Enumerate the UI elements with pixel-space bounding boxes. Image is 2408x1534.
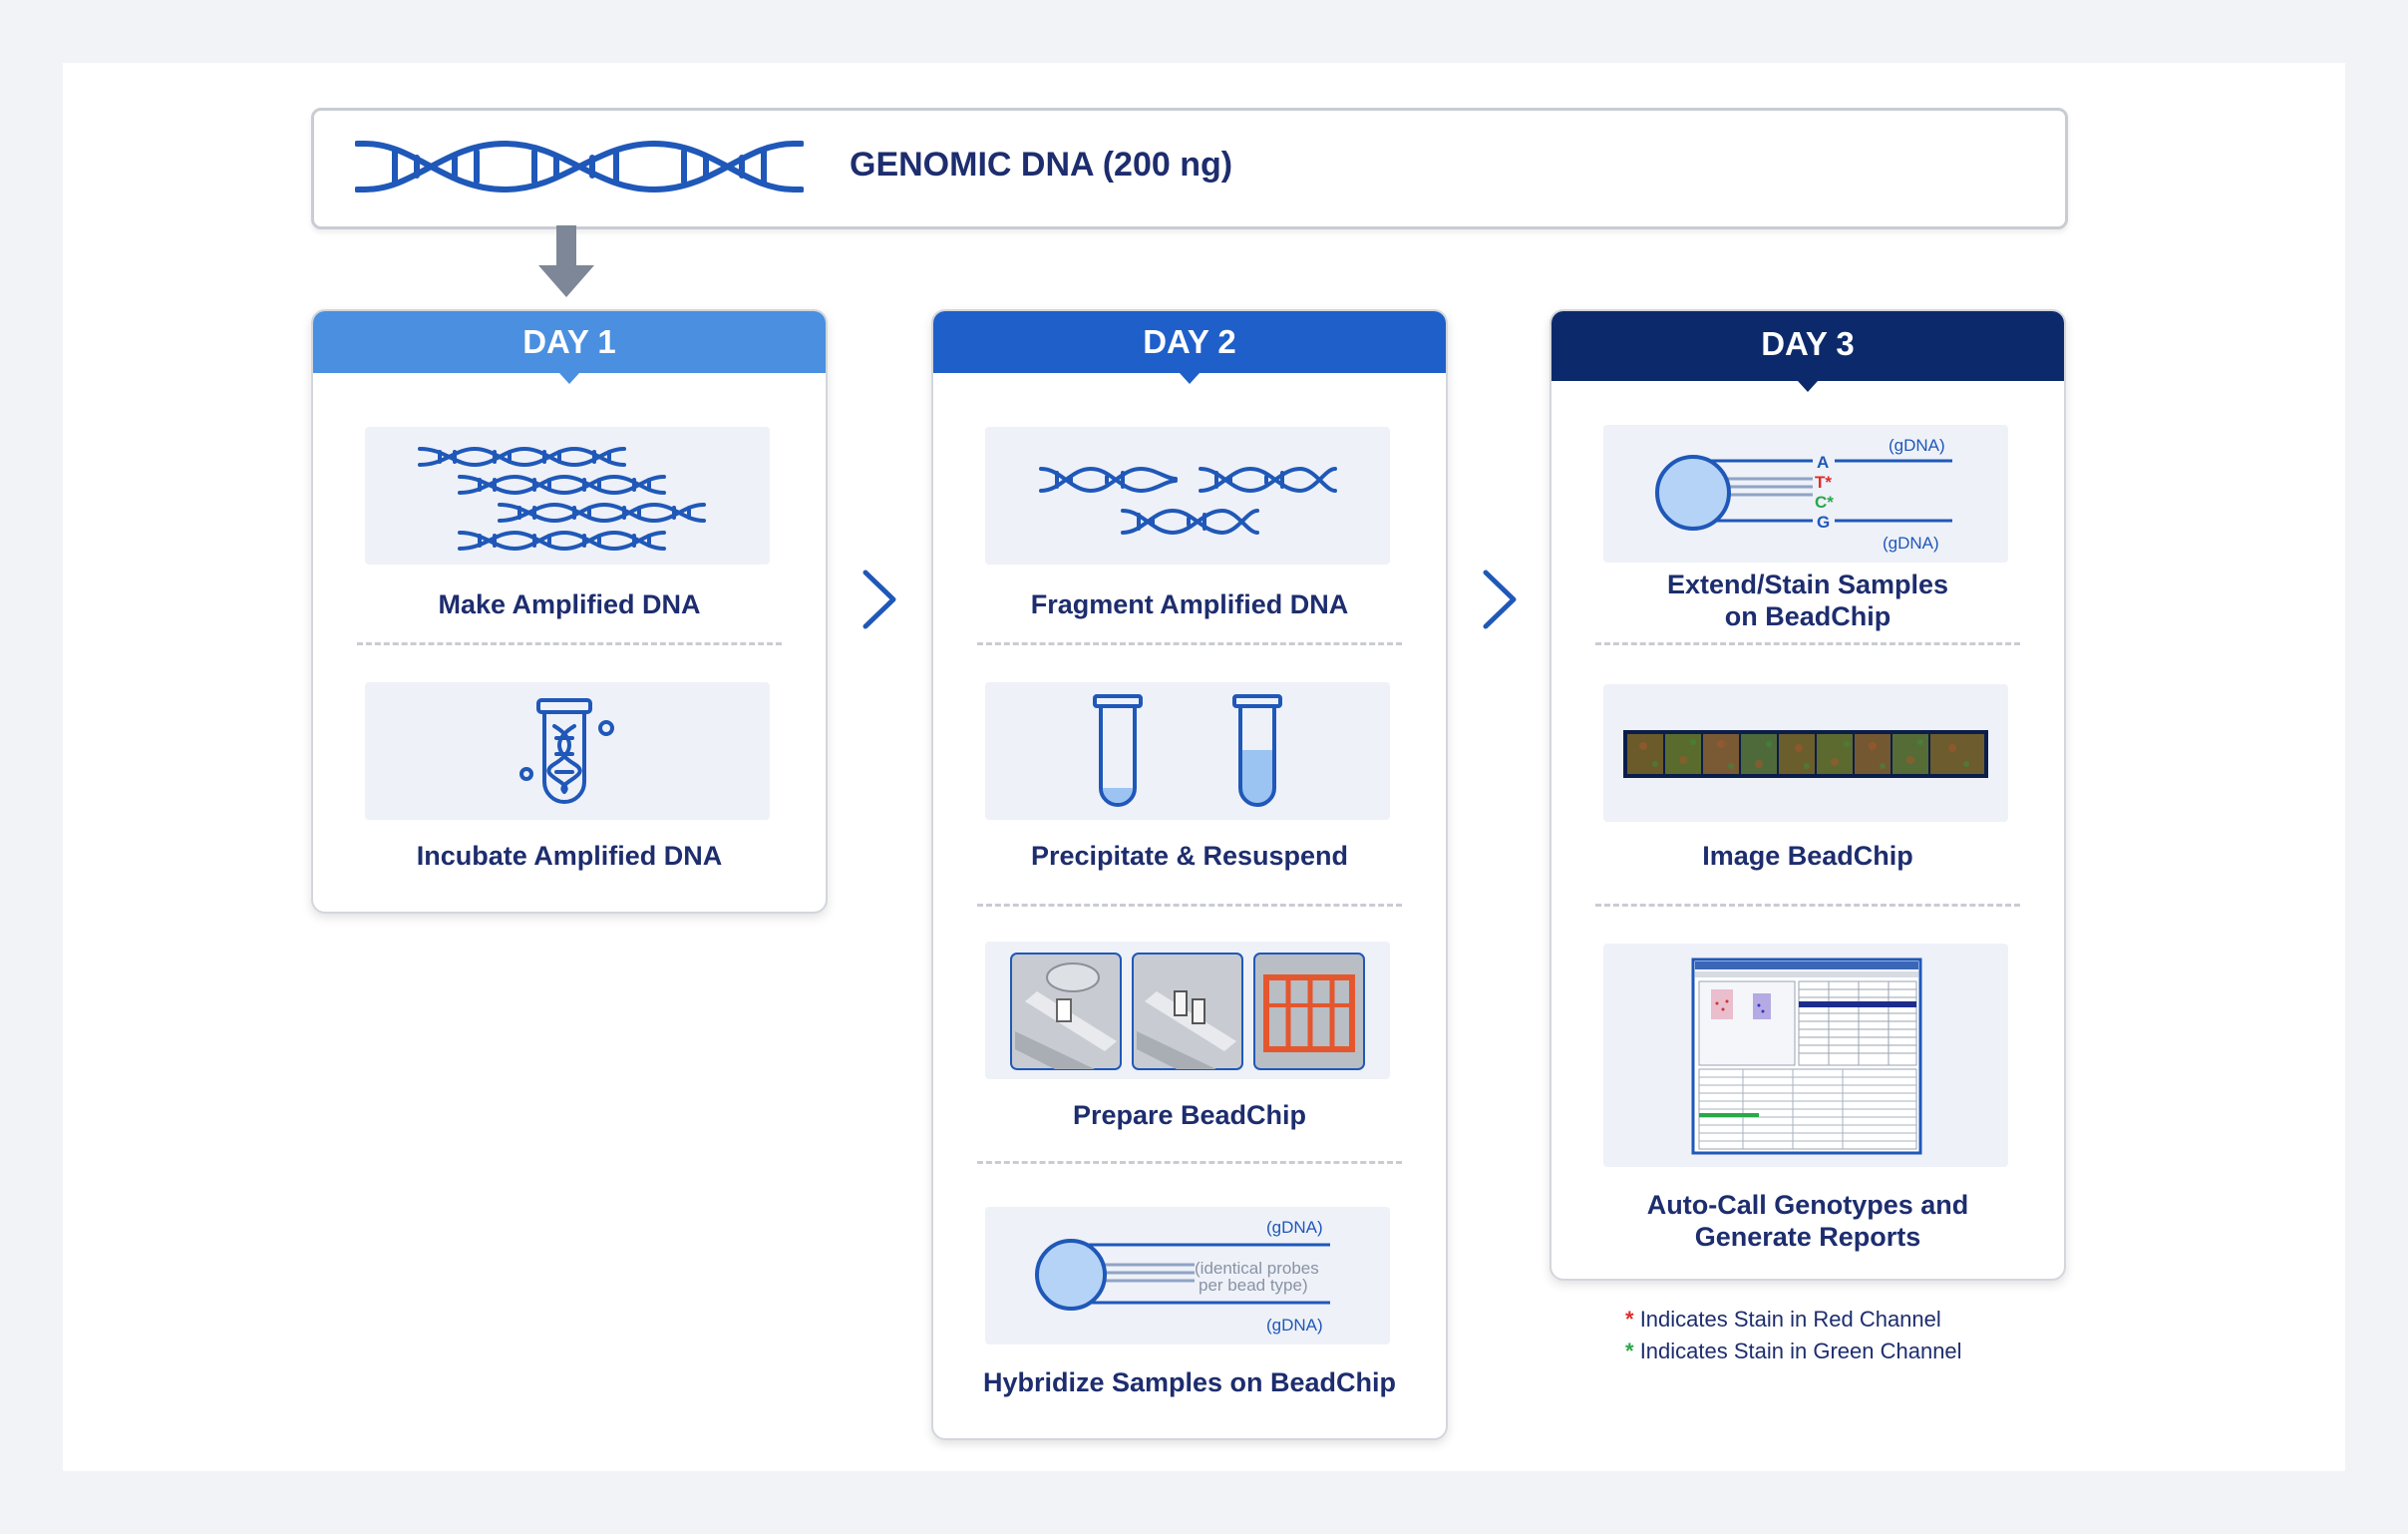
autocall-panel xyxy=(1603,944,2008,1167)
divider xyxy=(1595,642,2020,645)
legend-red-text: Indicates Stain in Red Channel xyxy=(1639,1307,1941,1332)
genomic-dna-title: GENOMIC DNA (200 ng) xyxy=(850,146,1233,184)
day-3-card: DAY 3 A T* C* G (gDNA) (gDNA) Extend/Sta… xyxy=(1549,309,2066,1281)
hybridize-middle-label-1: (identical probes xyxy=(1195,1259,1319,1278)
day-3-header: DAY 3 xyxy=(1551,311,2064,381)
day-1-header: DAY 1 xyxy=(313,311,826,373)
dna-helix-icon xyxy=(355,140,804,193)
two-tubes-icon xyxy=(1093,694,1282,807)
step-extend-stain: Extend/Stain Samples on BeadChip xyxy=(1666,570,1949,631)
chevron-right-icon xyxy=(1483,570,1517,629)
incubate-panel xyxy=(365,682,770,820)
extend-bottom-label: (gDNA) xyxy=(1883,534,1939,553)
day-2-header: DAY 2 xyxy=(933,311,1446,373)
make-dna-panel xyxy=(365,427,770,565)
extend-top-label: (gDNA) xyxy=(1889,436,1945,455)
extend-panel: A T* C* G (gDNA) (gDNA) xyxy=(1603,425,2008,563)
legend-green-text: Indicates Stain in Green Channel xyxy=(1639,1339,1962,1363)
step-incubate-amplified-dna: Incubate Amplified DNA xyxy=(416,841,723,871)
step-precipitate-resuspend: Precipitate & Resuspend xyxy=(1030,841,1349,871)
genomic-dna-box xyxy=(311,108,2068,229)
legend-red-mark: * xyxy=(1625,1307,1634,1332)
hybridize-bottom-label: (gDNA) xyxy=(1266,1316,1323,1335)
down-arrow-icon xyxy=(538,225,594,297)
precipitate-panel xyxy=(985,682,1390,820)
hybridize-panel: (gDNA) (identical probes per bead type) … xyxy=(985,1207,1390,1344)
software-screenshot-icon xyxy=(1691,958,1922,1155)
base-g-label: G xyxy=(1817,513,1830,532)
beadchip-photos-icon xyxy=(1010,953,1365,1070)
legend-red-channel: * Indicates Stain in Red Channel xyxy=(1625,1307,1941,1333)
fragment-panel xyxy=(985,427,1390,565)
hybridize-middle-label-2: per bead type) xyxy=(1199,1276,1308,1295)
day-2-card: DAY 2 Fragm xyxy=(931,309,1448,1440)
step-image-beadchip: Image BeadChip xyxy=(1702,841,1913,871)
chevron-right-icon xyxy=(862,570,896,629)
hybridize-top-label: (gDNA) xyxy=(1266,1218,1323,1237)
step-make-amplified-dna: Make Amplified DNA xyxy=(438,589,701,619)
day-1-notch xyxy=(559,373,579,384)
step-auto-call-genotypes: Auto-Call Genotypes and Generate Reports xyxy=(1646,1190,1969,1252)
multiple-dna-icon xyxy=(418,446,706,552)
step-fragment-amplified-dna: Fragment Amplified DNA xyxy=(1030,589,1349,619)
step-prepare-beadchip: Prepare BeadChip xyxy=(1072,1100,1307,1130)
base-a-label: A xyxy=(1817,453,1829,472)
prepare-panel xyxy=(985,942,1390,1079)
divider xyxy=(1595,904,2020,907)
legend-green-channel: * Indicates Stain in Green Channel xyxy=(1625,1339,1962,1364)
day-2-notch xyxy=(1180,373,1200,384)
divider xyxy=(977,904,1402,907)
image-panel xyxy=(1603,684,2008,822)
base-t-label: T* xyxy=(1815,473,1832,492)
day-3-notch xyxy=(1798,381,1818,392)
test-tube-dna-icon xyxy=(519,698,614,804)
fragmented-dna-icon xyxy=(1039,466,1337,536)
legend-green-mark: * xyxy=(1625,1339,1634,1363)
bead-extension-icon: A T* C* G (gDNA) (gDNA) xyxy=(1655,436,1952,553)
beadchip-image-icon xyxy=(1623,730,1988,778)
divider xyxy=(357,642,782,645)
day-1-card: DAY 1 xyxy=(311,309,828,914)
divider xyxy=(977,642,1402,645)
bead-probe-icon: (gDNA) (identical probes per bead type) … xyxy=(1035,1218,1330,1335)
divider xyxy=(977,1161,1402,1164)
step-hybridize-samples: Hybridize Samples on BeadChip xyxy=(982,1367,1397,1397)
base-c-label: C* xyxy=(1815,493,1834,512)
